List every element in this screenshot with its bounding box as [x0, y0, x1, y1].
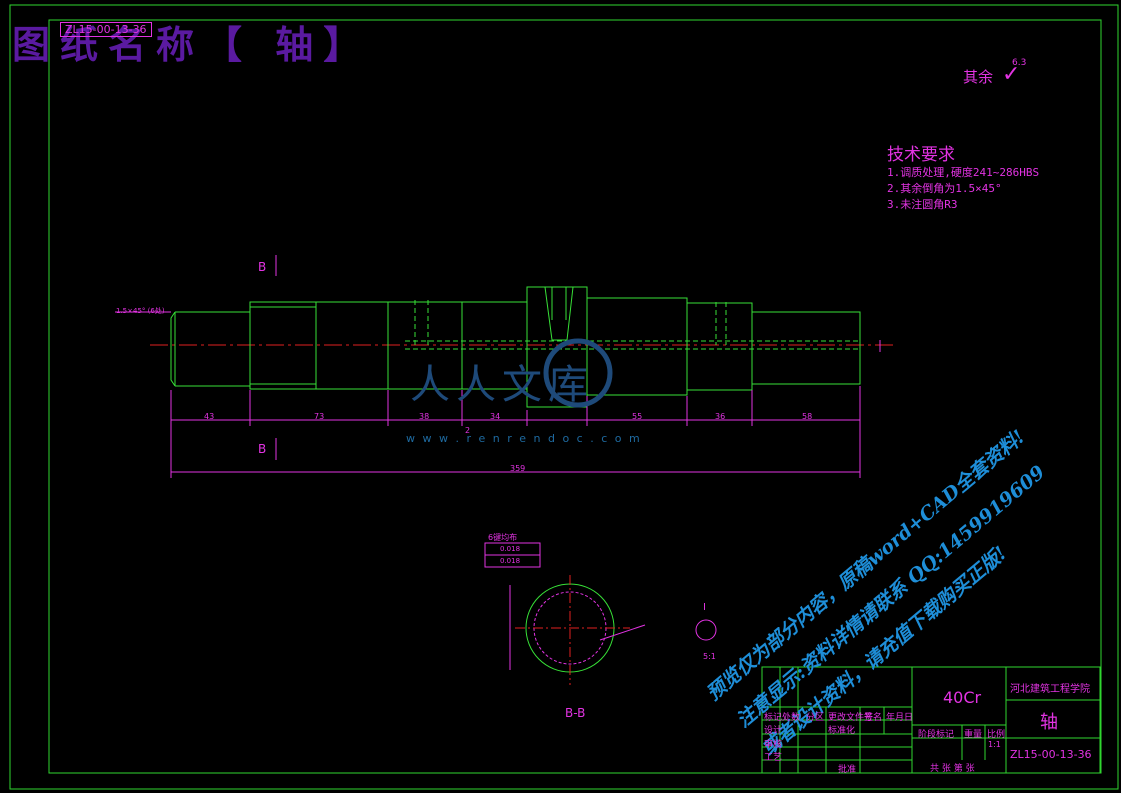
detail-label: I — [703, 602, 706, 613]
roughness-symbol-icon: ✓ — [1002, 62, 1021, 87]
spline-tol-2: 0.018 — [500, 557, 521, 565]
tb-stage-header: 阶段标记 — [918, 730, 955, 740]
watermark-logo-ring — [543, 338, 613, 408]
tech-line-1: 1.调质处理,硬度241~286HBS — [887, 166, 1040, 179]
dim-seg-1: 43 — [204, 412, 215, 421]
tb-sheets: 共 张 第 张 — [930, 764, 975, 774]
dim-gap: 2 — [465, 426, 471, 435]
tb-header-zone: 分区 — [806, 713, 825, 723]
tb-drawing-no: ZL15-00-13-36 — [1010, 748, 1092, 761]
tb-scale: 1:1 — [988, 740, 1001, 749]
tb-header-mark: 标记 — [764, 713, 783, 723]
section-view-label: B-B — [565, 706, 586, 720]
watermark-brand: 人人文库 — [410, 362, 594, 408]
tb-row-design: 设计 — [764, 726, 783, 736]
tb-scale-header: 比例 — [987, 730, 1006, 740]
outer-border — [9, 4, 1119, 790]
dim-total: 359 — [510, 464, 526, 473]
dim-seg-4: 34 — [490, 412, 501, 421]
dim-seg-3: 38 — [419, 412, 430, 421]
chamfer-dim: 1.5×45° (6处) — [116, 307, 165, 315]
tb-header-date: 年月日 — [886, 713, 914, 723]
roughness-value: 6.3 — [1012, 58, 1027, 68]
tb-header-change: 更改文件号 — [828, 713, 874, 723]
watermark-url: w w w . r e n r e n d o c . c o m — [406, 432, 642, 445]
tech-requirements-title: 技术要求 — [887, 145, 955, 165]
shaft-outline — [170, 286, 861, 408]
dim-seg-5: 55 — [632, 412, 643, 421]
tb-row-standard: 标准化 — [828, 726, 856, 736]
section-mark-top: B — [258, 260, 267, 274]
inner-border — [48, 19, 1102, 774]
roughness-label: 其余 — [963, 68, 994, 86]
dim-seg-2: 73 — [314, 412, 325, 421]
tb-weight-header: 重量 — [964, 730, 983, 740]
tb-row-review: 审核 — [764, 740, 783, 750]
detail-scale: 5:1 — [703, 652, 716, 661]
tb-part-name: 轴 — [1040, 712, 1058, 733]
dimension-lines — [115, 255, 881, 478]
tech-line-2: 2.其余倒角为1.5×45° — [887, 182, 1002, 195]
tb-header-count: 处数 — [782, 713, 801, 723]
section-view — [484, 542, 717, 685]
tb-row-approve: 批准 — [838, 765, 857, 775]
tb-row-process: 工艺 — [764, 753, 783, 763]
dim-seg-6: 36 — [715, 412, 726, 421]
banner-overlay-code: ZL15-00-13-36 — [60, 22, 152, 37]
spline-tol-1: 0.018 — [500, 545, 521, 553]
title-block-grid — [761, 666, 1101, 774]
section-mark-bottom: B — [258, 442, 267, 456]
tech-line-3: 3.未注圆角R3 — [887, 198, 958, 211]
banner-title: 图纸名称【 轴】 — [12, 22, 372, 67]
spline-title: 6键均布 — [488, 533, 518, 542]
dim-seg-7: 58 — [802, 412, 813, 421]
tb-header-sign: 签名 — [864, 713, 883, 723]
tb-material: 40Cr — [943, 688, 982, 707]
oil-hole-cone — [544, 286, 574, 341]
tb-school: 河北建筑工程学院 — [1010, 684, 1090, 695]
center-bore — [405, 300, 860, 350]
